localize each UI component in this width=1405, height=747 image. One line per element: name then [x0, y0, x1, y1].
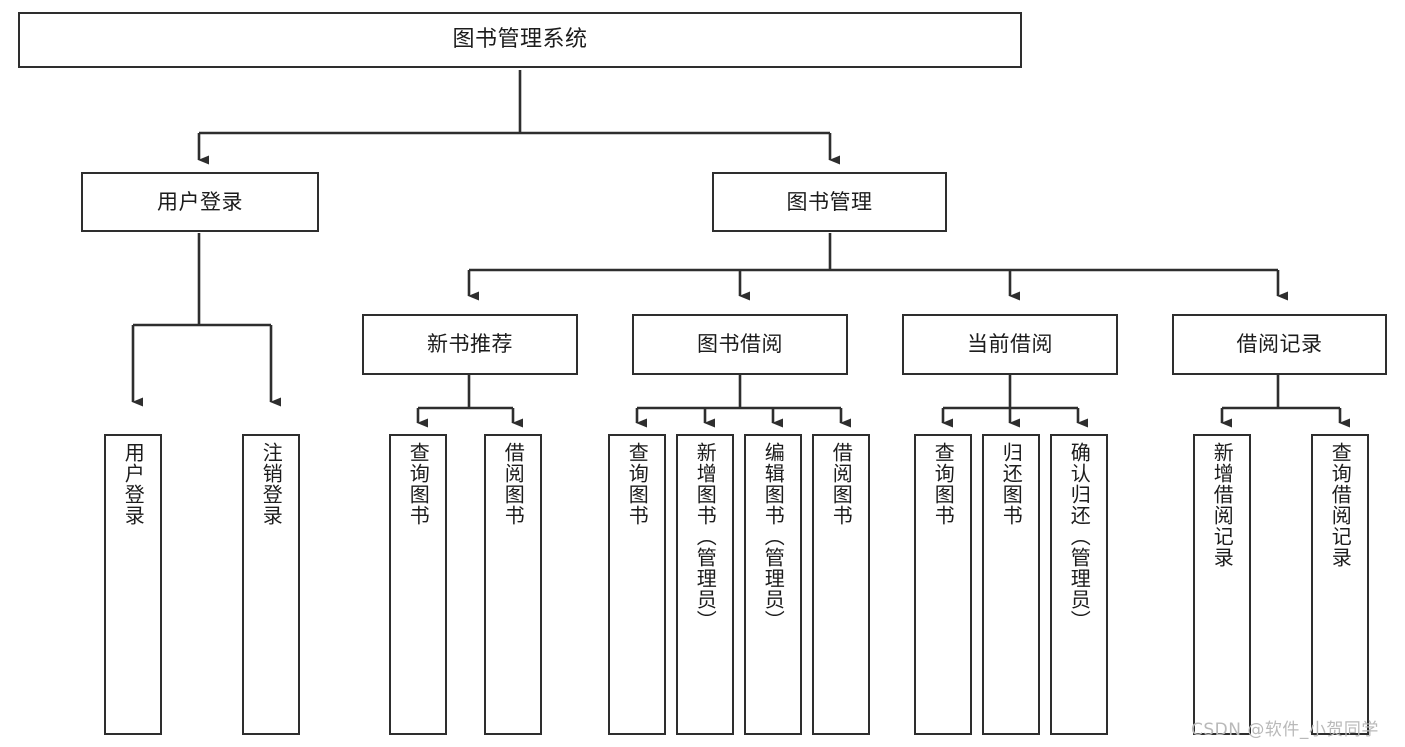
node-book-management[interactable]: 图书管理: [712, 172, 947, 232]
leaf-user-login-login[interactable]: 用户登录: [104, 434, 162, 735]
leaf-user-login-logout[interactable]: 注销登录: [242, 434, 300, 735]
node-label: 图书借阅: [697, 332, 783, 357]
node-label: 用户登录: [121, 442, 146, 526]
leaf-borrow-query-book[interactable]: 查询图书: [608, 434, 666, 735]
node-label: 查询图书: [931, 442, 956, 526]
leaf-recommend-query-book[interactable]: 查询图书: [389, 434, 447, 735]
leaf-current-query-book[interactable]: 查询图书: [914, 434, 972, 735]
leaf-borrow-borrow-book[interactable]: 借阅图书: [812, 434, 870, 735]
node-label: 注销登录: [259, 442, 284, 526]
node-label: 新书推荐: [427, 332, 513, 357]
node-label: 图书管理: [786, 189, 873, 214]
node-label: 借阅图书: [501, 442, 526, 526]
node-label: 借阅记录: [1236, 332, 1323, 357]
node-user-login[interactable]: 用户登录: [81, 172, 319, 232]
leaf-record-add-record[interactable]: 新增借阅记录: [1193, 434, 1251, 735]
node-label: 新增图书（管理员）: [693, 442, 718, 631]
node-label: 确认归还（管理员）: [1067, 442, 1092, 631]
node-label: 用户登录: [157, 189, 243, 214]
node-current-borrow[interactable]: 当前借阅: [902, 314, 1118, 375]
node-label: 新增借阅记录: [1210, 442, 1235, 568]
node-label: 查询图书: [406, 442, 431, 526]
leaf-borrow-edit-book-admin[interactable]: 编辑图书（管理员）: [744, 434, 802, 735]
leaf-current-confirm-return-admin[interactable]: 确认归还（管理员）: [1050, 434, 1108, 735]
node-label: 当前借阅: [967, 332, 1053, 357]
leaf-record-query-record[interactable]: 查询借阅记录: [1311, 434, 1369, 735]
node-label: 图书管理系统: [452, 27, 588, 53]
node-book-borrow[interactable]: 图书借阅: [632, 314, 848, 375]
node-label: 查询借阅记录: [1328, 442, 1353, 568]
leaf-current-return-book[interactable]: 归还图书: [982, 434, 1040, 735]
node-root-book-management-system[interactable]: 图书管理系统: [18, 12, 1022, 68]
leaf-borrow-add-book-admin[interactable]: 新增图书（管理员）: [676, 434, 734, 735]
leaf-recommend-borrow-book[interactable]: 借阅图书: [484, 434, 542, 735]
node-label: 查询图书: [625, 442, 650, 526]
node-label: 借阅图书: [829, 442, 854, 526]
node-label: 编辑图书（管理员）: [761, 442, 786, 631]
node-label: 归还图书: [999, 442, 1024, 526]
node-new-book-recommend[interactable]: 新书推荐: [362, 314, 578, 375]
csdn-watermark: CSDN @软件_小贺同学: [1191, 720, 1379, 740]
node-borrow-record[interactable]: 借阅记录: [1172, 314, 1387, 375]
